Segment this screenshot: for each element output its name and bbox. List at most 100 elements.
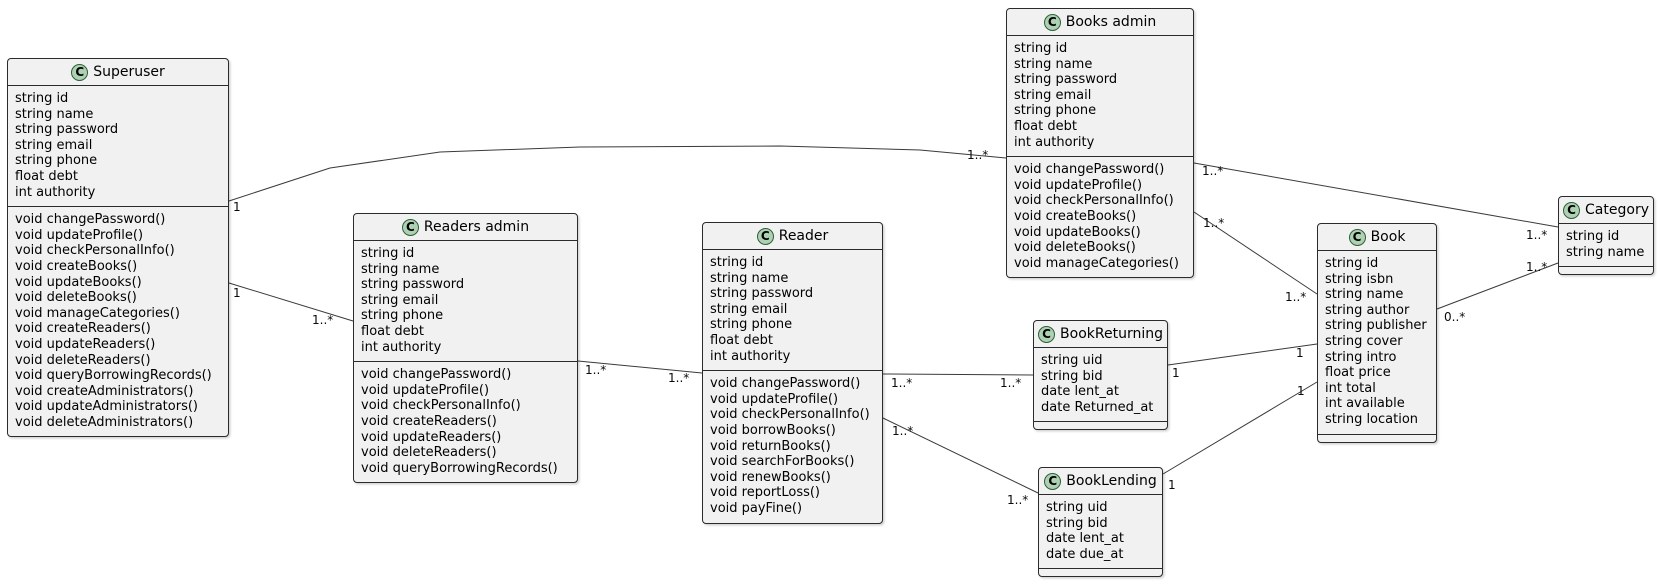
association-booklending-book [1162,381,1318,475]
method: void updateProfile() [1014,177,1143,193]
attribute: string isbn [1325,271,1394,287]
attribute: string id [361,246,415,261]
multiplicity-label: 1..* [1526,228,1548,242]
class-circle-icon: C [1043,13,1061,31]
method: void createAdministrators() [15,383,194,399]
attribute: string id [1014,41,1068,56]
empty-methods-compartment [1039,568,1162,576]
attribute: float price [1325,365,1391,381]
method: void searchForBooks() [710,454,855,470]
attribute: string bid [1046,515,1108,531]
multiplicity-label: 1 [1297,384,1305,398]
multiplicity-label: 1..* [1000,376,1022,390]
method: void deleteReaders() [361,445,497,461]
attribute: string bid [1041,368,1103,384]
multiplicity-label: 1..* [1526,260,1548,274]
method: void checkPersonalInfo() [710,407,870,423]
method: void returnBooks() [710,438,831,454]
multiplicity-label: 1..* [1202,164,1224,178]
empty-methods-compartment [1559,266,1653,274]
method: void updateBooks() [15,274,142,290]
method: void deleteAdministrators() [15,414,194,430]
multiplicity-label: 1..* [892,424,914,438]
attribute: string password [361,277,465,293]
method: void changePassword() [1014,162,1165,178]
multiplicity-label: 1 [1296,346,1304,360]
method: void reportLoss() [710,485,821,501]
multiplicity-label: 1..* [967,148,989,162]
methods-compartment: void changePassword()void updateProfile(… [354,361,577,482]
association-booksadmin-category [1193,162,1559,228]
class-name: Category [1585,202,1649,218]
attribute: string name [361,261,440,277]
attribute: string phone [361,308,444,324]
method: void updateBooks() [1014,224,1141,240]
attribute: string location [1325,411,1419,427]
association-bookreturning-book [1167,343,1318,366]
method: void createReaders() [15,321,151,337]
attribute: date due_at [1046,546,1124,562]
attribute: string name [1014,56,1093,72]
multiplicity-label: 1 [1172,366,1180,380]
attribute: string phone [710,317,793,333]
attribute: string intro [1325,349,1397,365]
method: void deleteBooks() [1014,240,1136,256]
class-name: Books admin [1065,14,1157,30]
method: void updateAdministrators() [15,399,198,415]
attribute: date Returned_at [1041,399,1154,415]
class-name: Readers admin [423,219,530,235]
method: void payFine() [710,500,803,516]
method: void renewBooks() [710,469,831,485]
methods-compartment: void changePassword()void updateProfile(… [8,206,228,436]
method: void borrowBooks() [710,422,836,438]
attribute: float debt [1014,118,1077,134]
attribute: int authority [1014,134,1095,150]
attribute: string uid [1041,353,1103,368]
class-name: BookReturning [1060,326,1163,342]
multiplicity-label: 1..* [312,313,334,327]
method: void changePassword() [361,367,512,383]
attribute: string name [710,270,789,286]
class-circle-icon: C [1348,228,1366,246]
method: void updateProfile() [361,382,490,398]
attribute: string name [1566,244,1645,260]
attribute: string email [1014,87,1092,103]
attribute: int authority [361,339,442,355]
method: void checkPersonalInfo() [361,398,521,414]
attribute: string password [710,286,814,302]
multiplicity-label: 0..* [1444,310,1466,324]
attribute: string publisher [1325,318,1427,334]
class-circle-icon: C [71,63,89,81]
empty-methods-compartment [1318,433,1436,442]
attribute: string email [361,292,439,308]
attribute: string email [710,301,788,317]
association-superuser-booksadmin [228,145,1007,202]
class-name: BookLending [1066,473,1157,489]
multiplicity-label: 1 [233,286,241,300]
class-name: Reader [778,228,829,244]
attribute: string author [1325,302,1410,318]
method: void updateProfile() [15,227,144,243]
class-name: Book [1370,229,1406,245]
class-circle-icon: C [1038,325,1056,343]
attribute: string phone [1014,103,1097,119]
class-circle-icon: C [401,218,419,236]
attribute: float debt [361,323,424,339]
attribute: int authority [710,348,791,364]
method: void updateProfile() [710,391,839,407]
method: void createBooks() [1014,208,1137,224]
